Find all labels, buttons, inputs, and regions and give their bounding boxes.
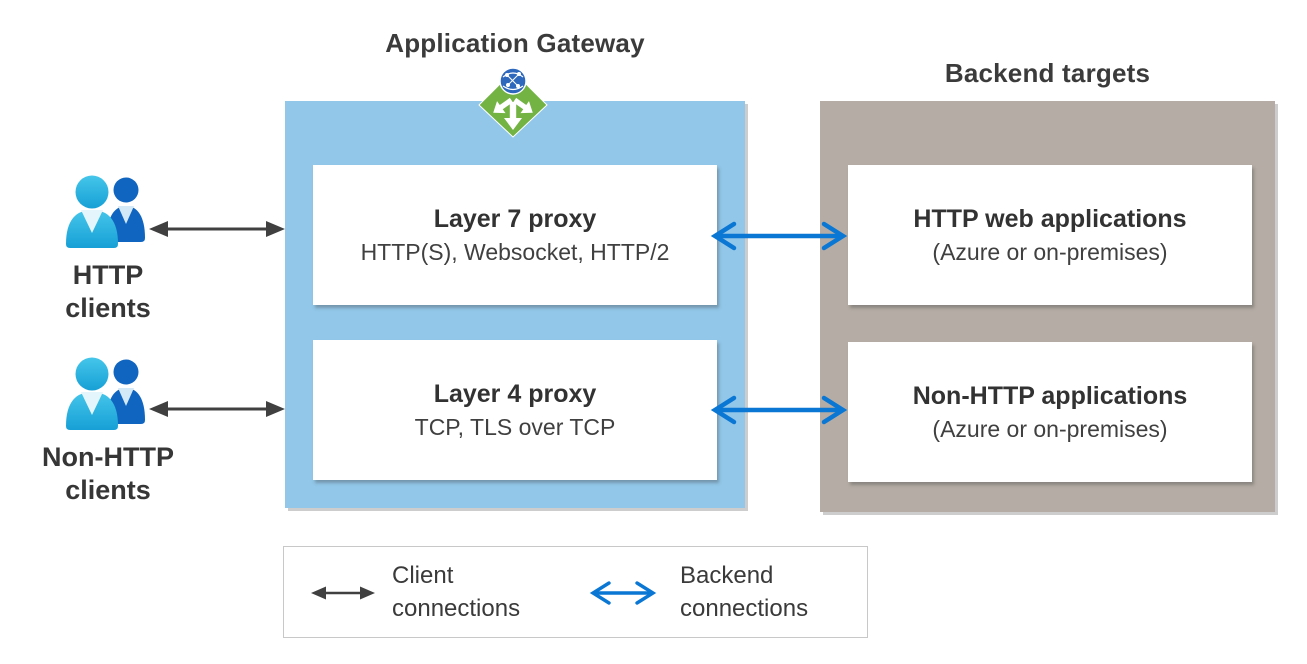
layer4-proxy-protocols: TCP, TLS over TCP <box>414 413 616 440</box>
layer4-proxy-box: Layer 4 proxy TCP, TLS over TCP <box>313 340 717 480</box>
http-web-applications-heading: HTTP web applications <box>913 204 1187 233</box>
http-clients-label: HTTP clients <box>65 260 151 323</box>
person-front <box>66 357 118 430</box>
layer7-proxy-box: Layer 7 proxy HTTP(S), Websocket, HTTP/2 <box>313 165 717 305</box>
legend-backend-connections-label: Backend connections <box>680 562 809 622</box>
non-http-applications-heading: Non-HTTP applications <box>912 381 1188 410</box>
http-web-applications-box: HTTP web applications (Azure or on-premi… <box>848 165 1252 305</box>
non-http-applications-box: Non-HTTP applications (Azure or on-premi… <box>848 342 1252 482</box>
globe-icon <box>499 67 527 95</box>
http-clients-group: HTTP clients <box>20 172 196 325</box>
application-gateway-icon <box>478 67 548 138</box>
non-http-applications-location: (Azure or on-premises) <box>932 415 1168 442</box>
backend-targets-box: HTTP web applications (Azure or on-premi… <box>820 101 1275 512</box>
layer7-proxy-protocols: HTTP(S), Websocket, HTTP/2 <box>360 238 670 265</box>
users-icon <box>66 357 145 430</box>
legend-client-connections-label: Client connections <box>392 562 521 622</box>
users-icon <box>66 175 145 248</box>
client-connection-arrow-http <box>149 221 285 237</box>
gateway-arrows <box>493 97 533 130</box>
application-gateway-box: Layer 7 proxy HTTP(S), Websocket, HTTP/2… <box>285 101 745 508</box>
layer7-proxy-heading: Layer 7 proxy <box>433 204 597 233</box>
person-front <box>66 175 118 248</box>
non-http-clients-group: Non-HTTP clients <box>20 354 196 507</box>
backend-connection-arrow-non-http <box>710 395 848 425</box>
layer4-proxy-heading: Layer 4 proxy <box>433 379 597 408</box>
backend-targets-title: Backend targets <box>944 58 1151 88</box>
client-connections-arrow-icon <box>311 586 375 600</box>
legend-box: Client connections Backend connections <box>283 546 868 638</box>
backend-connection-arrow-http <box>710 221 848 251</box>
non-http-clients-label: Non-HTTP clients <box>42 442 174 505</box>
application-gateway-title: Application Gateway <box>385 28 645 58</box>
client-connection-arrow-non-http <box>149 401 285 417</box>
http-web-applications-location: (Azure or on-premises) <box>932 238 1168 265</box>
backend-connections-arrow-icon <box>589 581 657 605</box>
